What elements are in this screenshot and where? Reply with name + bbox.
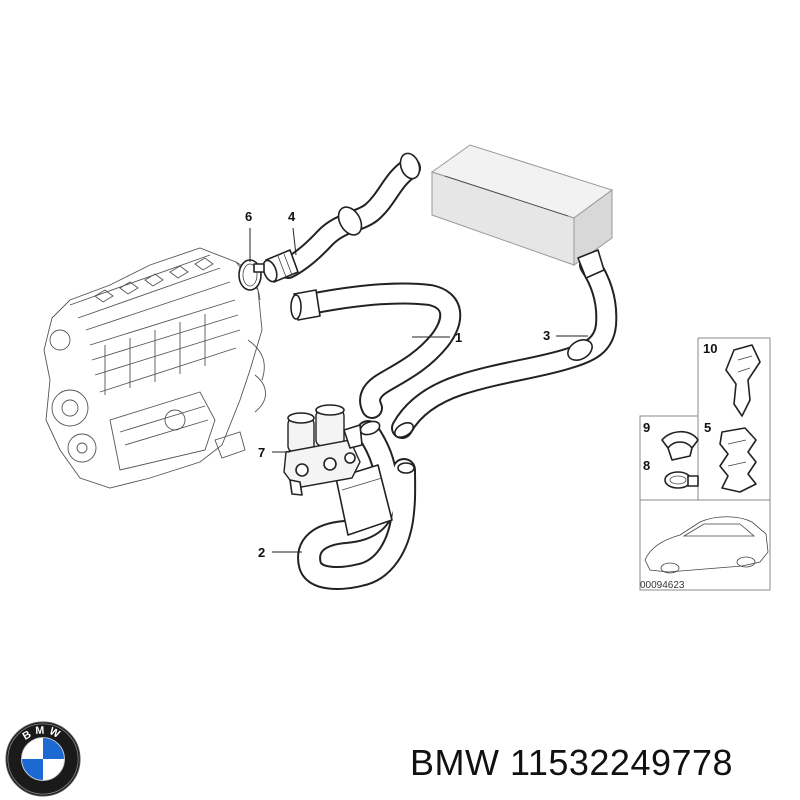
brand-logo: BMW (5, 721, 81, 797)
callout-4: 4 (288, 209, 296, 224)
callout-5: 5 (704, 420, 711, 435)
callout-2: 2 (258, 545, 265, 560)
clamp-6 (238, 259, 265, 291)
callout-10: 10 (703, 341, 717, 356)
engine-block (43, 247, 266, 489)
callout-1: 1 (455, 330, 462, 345)
clip-10 (725, 344, 761, 417)
clamp-8 (664, 471, 699, 489)
callout-9: 9 (643, 420, 650, 435)
hose-3 (391, 249, 618, 439)
water-valve-7 (283, 404, 363, 496)
callout-8: 8 (643, 458, 650, 473)
caption-part-number: 11532249778 (510, 742, 734, 783)
reference-code: 00094623 (640, 580, 685, 591)
clip-9 (661, 430, 699, 461)
callout-6: 6 (245, 209, 252, 224)
inset-panel: 10 9 8 5 00094623 (639, 337, 771, 591)
hose-2 (297, 420, 417, 590)
part-caption: BMW 11532249778 (410, 738, 790, 788)
hose-4 (262, 152, 421, 283)
callout-7: 7 (258, 445, 265, 460)
heater-core (430, 144, 614, 266)
clip-5 (719, 427, 757, 493)
hose-1 (290, 282, 462, 419)
car-silhouette (644, 516, 769, 574)
caption-brand: BMW (410, 742, 500, 783)
callout-3: 3 (543, 328, 550, 343)
